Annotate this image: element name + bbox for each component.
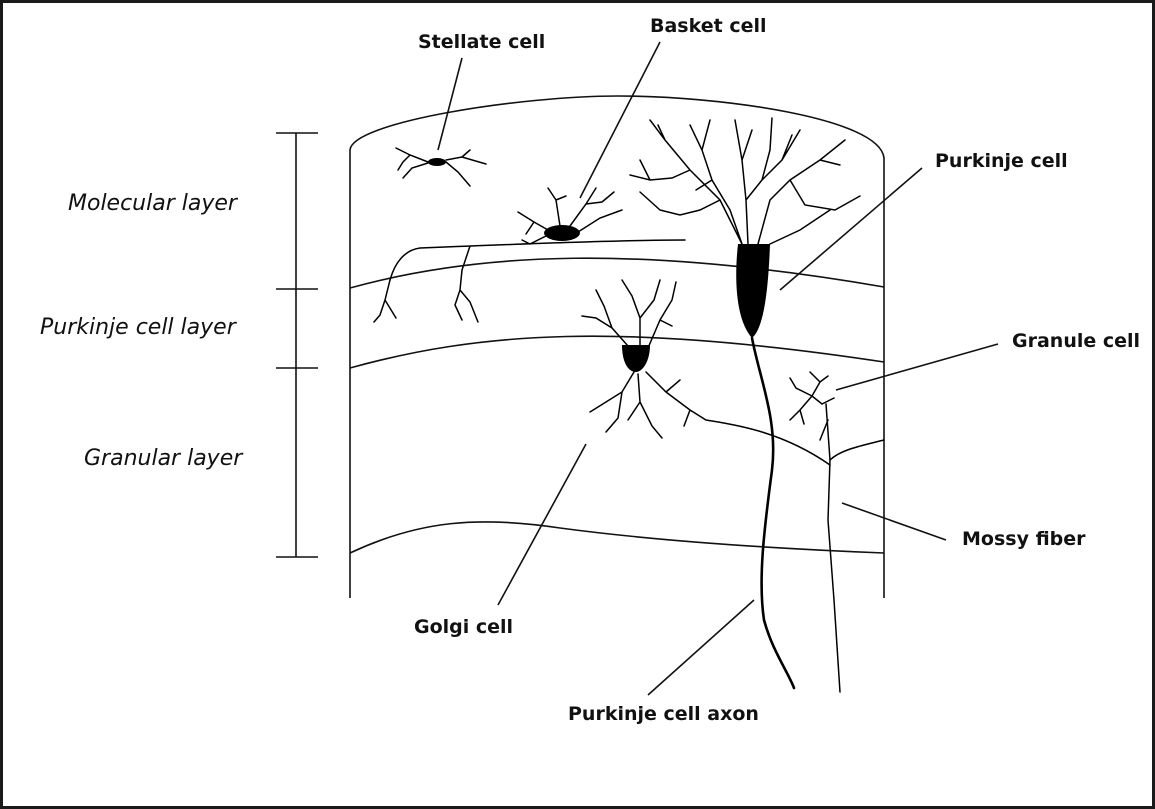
purkinje-layer-label: Purkinje cell layer <box>40 315 238 340</box>
basket-axon <box>374 240 685 322</box>
stellate-cell-label: Stellate cell <box>418 31 545 53</box>
granule-cell-label: Granule cell <box>1012 330 1140 352</box>
basket-cell-label: Basket cell <box>650 15 767 37</box>
golgi-cell <box>582 280 830 465</box>
mossy-fiber <box>820 404 884 692</box>
layer-scale-bar <box>276 133 318 557</box>
golgi-cell-label: Golgi cell <box>414 616 513 638</box>
purkinje-cell-label: Purkinje cell <box>935 150 1068 172</box>
molecular-layer-label: Molecular layer <box>68 191 239 216</box>
basket-cell <box>518 188 622 244</box>
molecular-boundary <box>350 258 884 288</box>
leader-lines <box>438 42 998 695</box>
mossy-fiber-label: Mossy fiber <box>962 528 1086 550</box>
purkinje-boundary <box>350 336 884 368</box>
purkinje-axon-label: Purkinje cell axon <box>568 703 759 725</box>
stellate-cell <box>396 148 486 186</box>
granular-layer-label: Granular layer <box>84 446 244 471</box>
granular-boundary <box>350 522 884 553</box>
